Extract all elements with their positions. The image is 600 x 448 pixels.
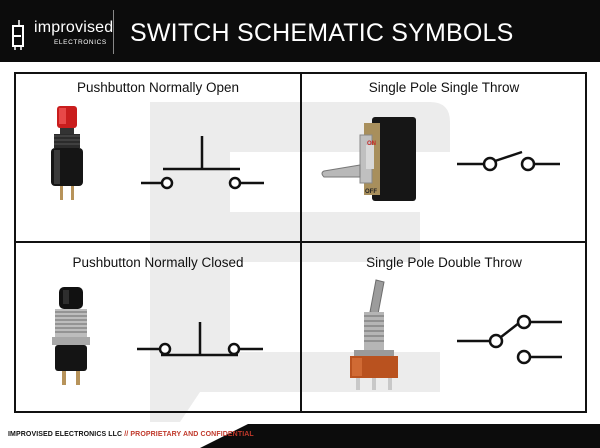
cell-title-spdt: Single Pole Double Throw <box>366 255 522 270</box>
toggle-switch-photo-icon: ON OFF <box>321 117 416 201</box>
grid-divider-horizontal <box>14 241 587 243</box>
header-bar: improvised ELECTRONICS SWITCH SCHEMATIC … <box>0 0 600 62</box>
logo-e-icon <box>12 20 24 50</box>
cell-title-spst: Single Pole Single Throw <box>368 80 520 95</box>
footer-company: IMPROVISED ELECTRONICS LLC <box>8 431 123 438</box>
pushbutton-red-photo-icon <box>51 106 83 200</box>
footer-confidential: PROPRIETARY AND CONFIDENTIAL <box>130 431 254 438</box>
mini-toggle-switch-photo-icon <box>350 279 398 390</box>
cell-title-pushbutton-nc: Pushbutton Normally Closed <box>72 255 244 270</box>
spst-symbol-icon <box>457 150 560 172</box>
page-title: SWITCH SCHEMATIC SYMBOLS <box>130 19 514 47</box>
pushbutton-black-photo-icon <box>52 287 90 385</box>
header-divider <box>113 10 114 54</box>
company-logo: improvised ELECTRONICS <box>8 18 113 52</box>
pushbutton-no-symbol-icon <box>141 136 264 190</box>
footer-dark-band <box>200 424 600 448</box>
cell-title-pushbutton-no: Pushbutton Normally Open <box>76 80 240 95</box>
toggle-off-label: OFF <box>365 189 377 195</box>
footer-text: IMPROVISED ELECTRONICS LLC // PROPRIETAR… <box>8 431 254 438</box>
spdt-symbol-icon <box>457 314 562 365</box>
logo-subtitle: ELECTRONICS <box>54 39 107 46</box>
logo-name: improvised <box>34 19 114 36</box>
pushbutton-nc-symbol-icon <box>137 322 263 357</box>
footer-separator: // <box>124 431 129 438</box>
toggle-on-label: ON <box>367 141 376 147</box>
